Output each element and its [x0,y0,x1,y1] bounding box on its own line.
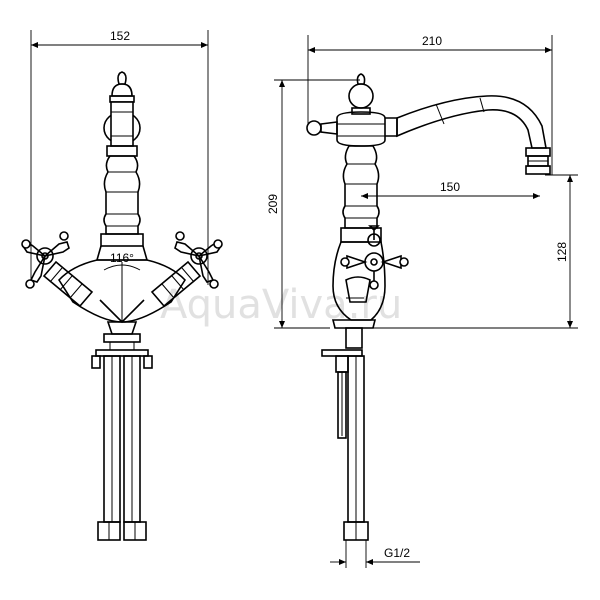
side-column [340,145,382,243]
front-right-valve [150,260,202,308]
angle-arc [103,264,141,271]
reach-label: 150 [440,180,460,194]
front-column [95,155,149,261]
spout-height-label: 128 [555,242,569,262]
side-width-label: 210 [422,34,442,48]
side-finial [348,73,374,115]
front-left-valve [42,260,94,308]
side-spout [385,95,551,175]
side-mount [321,327,363,439]
side-supply-hose [343,355,369,541]
side-handle [340,225,409,290]
front-view: 152 [21,29,223,541]
front-finial [103,71,141,157]
side-spout-hub [336,111,386,147]
side-rear-knob [306,120,338,136]
front-left-handle [21,231,70,289]
front-right-handle [174,231,223,289]
handle-angle-label: 116° [110,251,134,265]
watermark: AquaViva.ru [160,282,402,328]
thread-label: G1/2 [384,546,410,560]
front-supply-hoses [97,355,147,541]
height-label: 209 [266,194,280,214]
side-body [331,241,386,329]
side-view: 210 209 150 128 [266,34,578,568]
front-width-label: 152 [110,29,130,43]
front-mount [91,333,153,369]
